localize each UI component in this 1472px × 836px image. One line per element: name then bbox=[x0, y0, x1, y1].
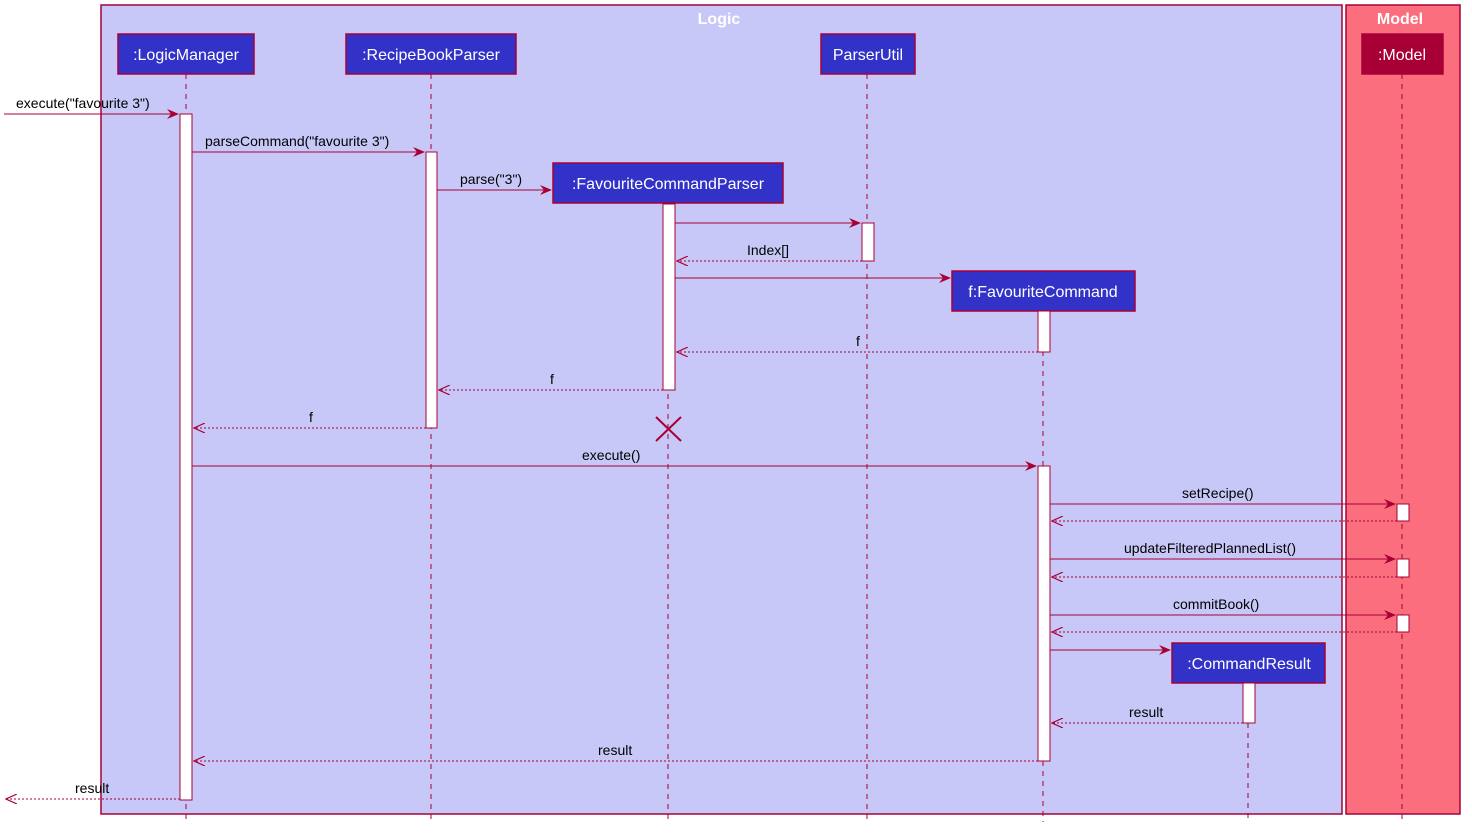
participant-command-result: :CommandResult bbox=[1171, 642, 1326, 684]
participant-parser-util-label: ParserUtil bbox=[833, 47, 903, 64]
activation-favourite-command-parser bbox=[662, 203, 676, 391]
participant-favourite-command-parser: :FavouriteCommandParser bbox=[552, 162, 784, 204]
activations bbox=[179, 113, 1410, 801]
label-update-filtered: updateFilteredPlannedList() bbox=[1124, 540, 1296, 556]
participant-recipe-book-parser: :RecipeBookParser bbox=[345, 33, 517, 75]
model-frame-title: Model bbox=[1377, 11, 1423, 28]
logic-frame-title: Logic bbox=[698, 11, 741, 28]
label-f-return-1: f bbox=[856, 333, 860, 349]
logic-frame: Logic bbox=[100, 4, 1343, 815]
activation-parser-util bbox=[861, 222, 875, 262]
message-labels: execute("favourite 3") parseCommand("fav… bbox=[16, 95, 1296, 796]
label-result-return-1: result bbox=[1129, 704, 1163, 720]
participant-model: :Model bbox=[1361, 33, 1444, 75]
label-commit-book: commitBook() bbox=[1173, 596, 1259, 612]
activation-command-result bbox=[1242, 682, 1256, 724]
participant-logic-manager-label: :LogicManager bbox=[133, 47, 240, 64]
label-execute: execute() bbox=[582, 447, 640, 463]
messages bbox=[4, 109, 1397, 799]
participant-favourite-command: f:FavouriteCommand bbox=[951, 270, 1136, 312]
label-result-return-3: result bbox=[75, 780, 109, 796]
participant-recipe-book-parser-label: :RecipeBookParser bbox=[362, 47, 501, 64]
model-frame: Model bbox=[1345, 4, 1461, 815]
activation-model-2 bbox=[1396, 558, 1410, 578]
activation-favourite-command-1 bbox=[1037, 310, 1051, 353]
label-result-return-2: result bbox=[598, 742, 632, 758]
participant-model-label: :Model bbox=[1378, 47, 1426, 64]
label-f-return-3: f bbox=[309, 409, 313, 425]
label-execute-input: execute("favourite 3") bbox=[16, 95, 150, 111]
activation-favourite-command-2 bbox=[1037, 465, 1051, 762]
participant-favourite-command-parser-label: :FavouriteCommandParser bbox=[572, 176, 765, 193]
participant-favourite-command-label: f:FavouriteCommand bbox=[968, 284, 1117, 301]
activation-logic-manager bbox=[179, 113, 193, 801]
participant-logic-manager: :LogicManager bbox=[117, 33, 255, 75]
label-parse-command: parseCommand("favourite 3") bbox=[205, 133, 389, 149]
participant-command-result-label: :CommandResult bbox=[1187, 656, 1311, 673]
label-index-return: Index[] bbox=[747, 242, 789, 258]
destroy-marker-icon bbox=[655, 416, 682, 442]
activation-model-3 bbox=[1396, 614, 1410, 633]
activation-model-1 bbox=[1396, 503, 1410, 522]
label-f-return-2: f bbox=[550, 371, 554, 387]
label-parse: parse("3") bbox=[460, 171, 522, 187]
participant-parser-util: ParserUtil bbox=[820, 33, 916, 75]
activation-recipe-book-parser bbox=[425, 151, 438, 429]
label-set-recipe: setRecipe() bbox=[1182, 485, 1254, 501]
